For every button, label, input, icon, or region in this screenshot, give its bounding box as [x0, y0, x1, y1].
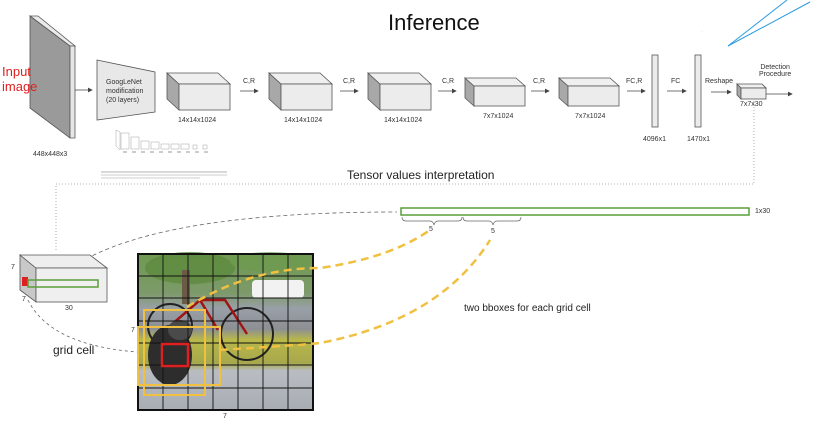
cube-depth-label: 30 — [65, 305, 73, 312]
grid-cell-label: grid cell — [53, 343, 95, 357]
input-image-label: Input image — [2, 64, 37, 94]
op-label-6: FC — [671, 78, 681, 85]
op-label-2: C,R — [343, 78, 356, 85]
layer-box-1 — [165, 72, 232, 111]
segment-brace-2 — [462, 216, 522, 226]
grid-rows-label: 7 — [131, 327, 135, 334]
bbox-1 — [143, 309, 206, 396]
layer-box-2 — [267, 72, 334, 111]
layer-box-4 — [463, 77, 527, 107]
op-label-4: C,R — [533, 78, 546, 85]
layer-dims-5: 7x7x1024 — [575, 113, 606, 120]
bbox-2 — [137, 326, 221, 386]
connector-dotted — [55, 101, 755, 250]
detection-line2: Procedure — [759, 71, 792, 78]
grid-cell-highlight — [22, 277, 28, 286]
grid-lines — [138, 254, 313, 410]
segment-label-2: 5 — [491, 228, 495, 235]
cube-width-label: 7 — [22, 296, 26, 303]
detection-procedure-label: Detection Procedure — [759, 64, 791, 78]
op-label-3: C,R — [442, 78, 455, 85]
fc-layer-2 — [694, 54, 702, 128]
cell-vector-highlight — [27, 279, 99, 288]
backbone-line3: (20 layers) — [106, 97, 140, 104]
input-label-line1: Input — [2, 64, 31, 79]
page-title: Inference — [388, 10, 480, 35]
fc-layer-1 — [651, 54, 659, 128]
vector-dims: 1x30 — [755, 208, 771, 215]
watermark: · — [700, 26, 704, 37]
output-tensor-cube — [736, 83, 767, 100]
layer-dims-4: 7x7x1024 — [483, 113, 514, 120]
backbone-label: GoogLeNet modification (20 layers) — [106, 78, 143, 105]
section-subtitle: Tensor values interpretation — [347, 168, 495, 182]
backbone-line1: GoogLeNet — [106, 79, 142, 86]
cube-height-label: 7 — [11, 264, 15, 271]
grid-cols-label: 7 — [223, 413, 227, 420]
bbox-connector-1 — [186, 228, 431, 309]
op-label-7: Reshape — [705, 78, 734, 85]
input-label-line2: image — [2, 79, 38, 94]
fc-dims-1: 4096x1 — [643, 136, 666, 143]
layer-dims-2: 14x14x1024 — [284, 117, 323, 124]
bboxes-label: two bboxes for each grid cell — [464, 303, 591, 314]
layer-box-3 — [366, 72, 433, 111]
op-label-1: C,R — [243, 78, 256, 85]
segment-label-1: 5 — [429, 226, 433, 233]
fc-dims-2: 1470x1 — [687, 136, 710, 143]
annotation-line — [727, 1, 811, 47]
segment-brace-1 — [401, 216, 463, 226]
annotation-line — [727, 0, 788, 47]
input-image-slab — [28, 15, 77, 139]
output-dims: 7x7x30 — [740, 101, 763, 108]
backbone-line2: modification — [106, 88, 144, 95]
grid-image — [137, 252, 314, 411]
layer-dims-3: 14x14x1024 — [384, 117, 423, 124]
backbone-block — [96, 59, 156, 121]
tensor-vector-1x30 — [400, 207, 750, 216]
grid-cell-red — [160, 342, 190, 368]
bbox-connector-2 — [219, 239, 492, 352]
op-label-5: FC,R — [626, 78, 643, 85]
input-dims: 448x448x3 — [33, 151, 68, 158]
detection-line1: Detection — [760, 64, 790, 71]
layer-dims-1: 14x14x1024 — [178, 117, 217, 124]
tensor-cube — [18, 254, 109, 303]
architecture-thumbnail — [101, 129, 227, 179]
layer-box-5 — [557, 77, 621, 107]
